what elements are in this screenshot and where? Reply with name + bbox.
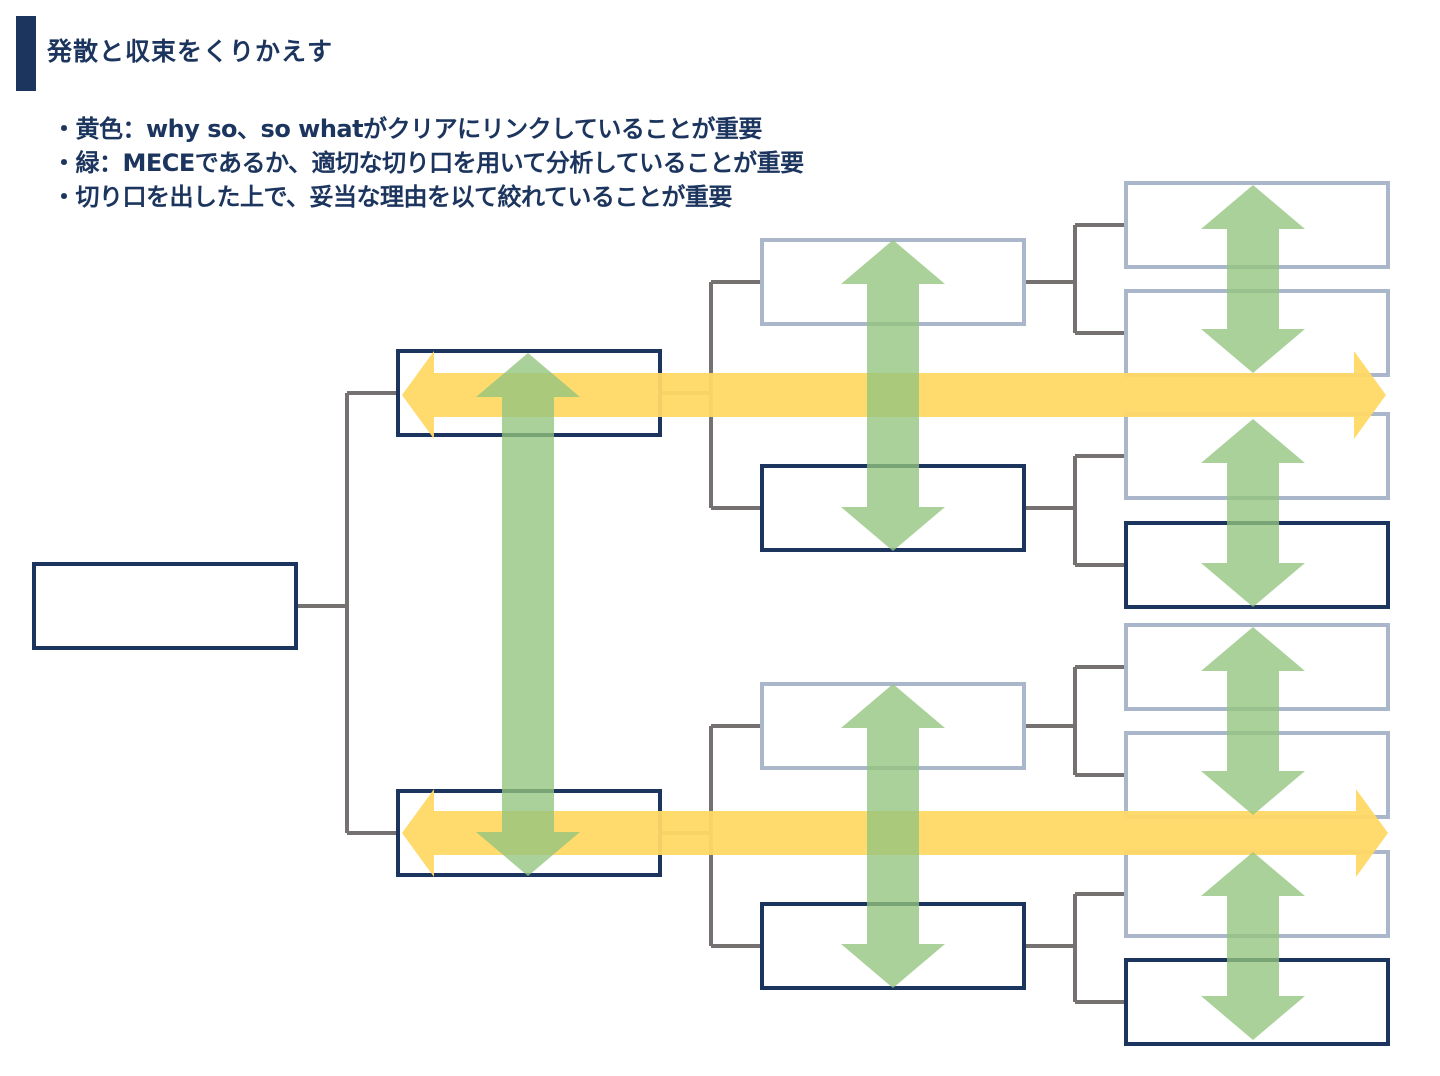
notes-list: ・黄色：why so、so whatがクリアにリンクしていることが重要 ・緑：M… [52,112,804,214]
connector-l2-2 [1024,665,1126,777]
green-double-arrow [1201,627,1305,815]
note-narrowing: ・切り口を出した上で、妥当な理由を以て絞れていることが重要 [52,183,732,211]
connector-l2-1 [1024,454,1126,567]
note-yellow: ・黄色：why so、so whatがクリアにリンクしていることが重要 [52,115,762,143]
green-double-arrow [841,240,945,551]
connector-root [296,391,398,835]
green-double-arrow [1201,185,1305,373]
page-title: 発散と収束をくりかえす [47,37,334,66]
connector-l2-3 [1024,892,1126,1004]
note-green: ・緑：MECEであるか、適切な切り口を用いて分析していることが重要 [52,149,804,177]
connector-l2-0 [1024,223,1126,335]
title-accent-bar [16,16,36,91]
arrows [402,185,1388,1040]
green-double-arrow [1201,852,1305,1040]
green-double-arrow [476,353,580,876]
green-double-arrow [841,684,945,988]
root-box [32,562,298,650]
connectors [296,223,1126,1004]
green-double-arrow [1201,419,1305,607]
